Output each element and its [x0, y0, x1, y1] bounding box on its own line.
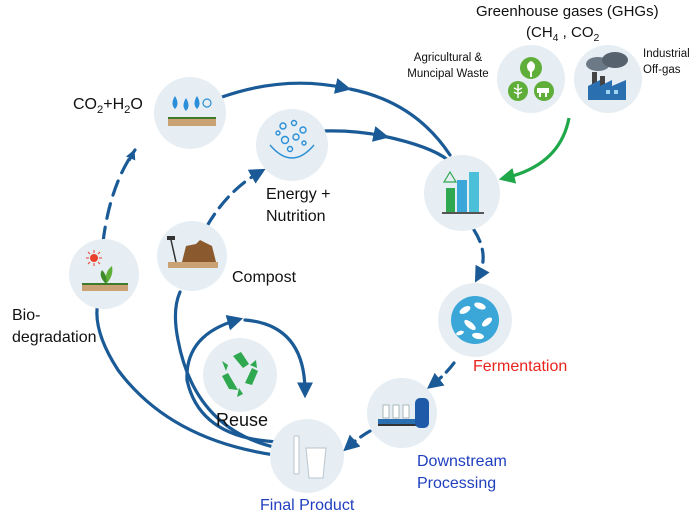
sun-plant-icon	[82, 250, 128, 291]
node-industrial-offgas	[574, 45, 642, 113]
arrow-energy-fermenter-tail	[381, 134, 450, 162]
agricultural-waste-label: Agricultural &Muncipal Waste	[407, 52, 489, 80]
node-fermentation	[438, 283, 512, 357]
arrow-top-arc-to-fermenter	[348, 87, 452, 157]
cup-straw-icon	[293, 435, 327, 479]
ghg-title: Greenhouse gases (GHGs)	[476, 3, 659, 20]
arrow-biodeg-to-co2-head	[126, 149, 136, 161]
bubbles-bowl-icon	[269, 119, 315, 159]
soil-strip-icon	[168, 119, 216, 126]
bottling-line-icon	[378, 398, 429, 428]
node-compost	[157, 221, 227, 291]
node-downstream	[367, 378, 437, 448]
node-co2-h2o	[154, 77, 226, 149]
cycle-arrows	[95, 78, 490, 457]
energy-nutrition-label: Energy +Nutrition	[266, 186, 331, 225]
arrow-compost-to-energy	[205, 168, 266, 228]
co2-h2o-label: CO2+H2O	[73, 96, 143, 116]
node-final-product	[270, 419, 344, 493]
arrow-fermentation-to-downstream	[426, 361, 456, 389]
reuse-label: Reuse	[216, 410, 269, 430]
arrow-energy-to-fermenter	[320, 126, 390, 142]
arrow-fermenter-to-fermentation	[472, 228, 490, 283]
compost-label: Compost	[232, 269, 297, 286]
factory-smoke-icon	[586, 52, 628, 100]
arrow-reuse-loop	[185, 314, 284, 444]
recycle-icon	[222, 352, 258, 397]
biodegradation-label: Bio-degradation	[12, 307, 97, 346]
final-product-label: Final Product	[260, 497, 355, 514]
arrow-co2-top-arc	[220, 78, 352, 99]
compost-pile-icon	[167, 236, 218, 268]
ghg-formula: (CH4 , CO2	[526, 24, 600, 44]
arrow-final-to-biodeg	[95, 300, 277, 457]
arrow-reuse-loop-right	[243, 318, 313, 399]
microbes-icon	[451, 296, 499, 344]
agriculture-icons	[508, 57, 554, 101]
node-reuse	[203, 338, 277, 412]
arrow-sources-to-fermenter	[498, 117, 571, 184]
node-biodegradation	[69, 239, 139, 309]
node-fermenter	[424, 155, 500, 231]
node-agricultural-waste	[497, 45, 565, 113]
node-energy-nutrition	[256, 109, 328, 181]
water-drops-icon	[172, 96, 212, 111]
arrow-biodeg-to-co2	[101, 148, 137, 244]
fermentation-label: Fermentation	[473, 358, 568, 375]
arrow-downstream-to-final	[343, 429, 372, 452]
biorefinery-icon	[442, 170, 484, 214]
